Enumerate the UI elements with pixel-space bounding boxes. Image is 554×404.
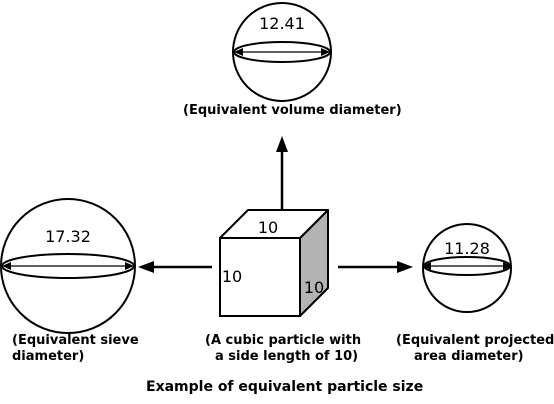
arrow-up xyxy=(276,136,288,210)
arrow-right xyxy=(338,261,413,273)
cube-caption-line2: a side length of 10) xyxy=(215,349,359,364)
cube-top-edge-label: 10 xyxy=(258,218,278,237)
sieve-diameter-caption-line1: (Equivalent sieve xyxy=(12,333,139,348)
cube-front-edge-label: 10 xyxy=(222,267,242,286)
cube-front-face xyxy=(219,237,301,317)
projected-area-caption-line2: area diameter) xyxy=(414,349,524,364)
projected-area-sphere: 11.28 xyxy=(422,223,512,313)
projected-area-caption-line1: (Equivalent projected xyxy=(396,333,554,348)
cube-side-edge-label: 10 xyxy=(304,278,324,297)
sieve-sphere: 17.32 xyxy=(0,198,136,334)
sieve-diameter-caption-line2: diameter) xyxy=(12,349,85,364)
cubic-particle: 10 10 10 xyxy=(219,209,329,317)
volume-diameter-caption: (Equivalent volume diameter) xyxy=(183,103,402,118)
projected-area-diameter-value: 11.28 xyxy=(444,239,490,258)
volume-sphere: 12.41 xyxy=(232,2,332,102)
volume-diameter-value: 12.41 xyxy=(259,14,305,33)
arrow-left xyxy=(138,261,212,273)
figure-title: Example of equivalent particle size xyxy=(146,379,424,395)
cube-caption-line1: (A cubic particle with xyxy=(205,333,362,348)
sieve-diameter-value: 17.32 xyxy=(45,227,91,246)
